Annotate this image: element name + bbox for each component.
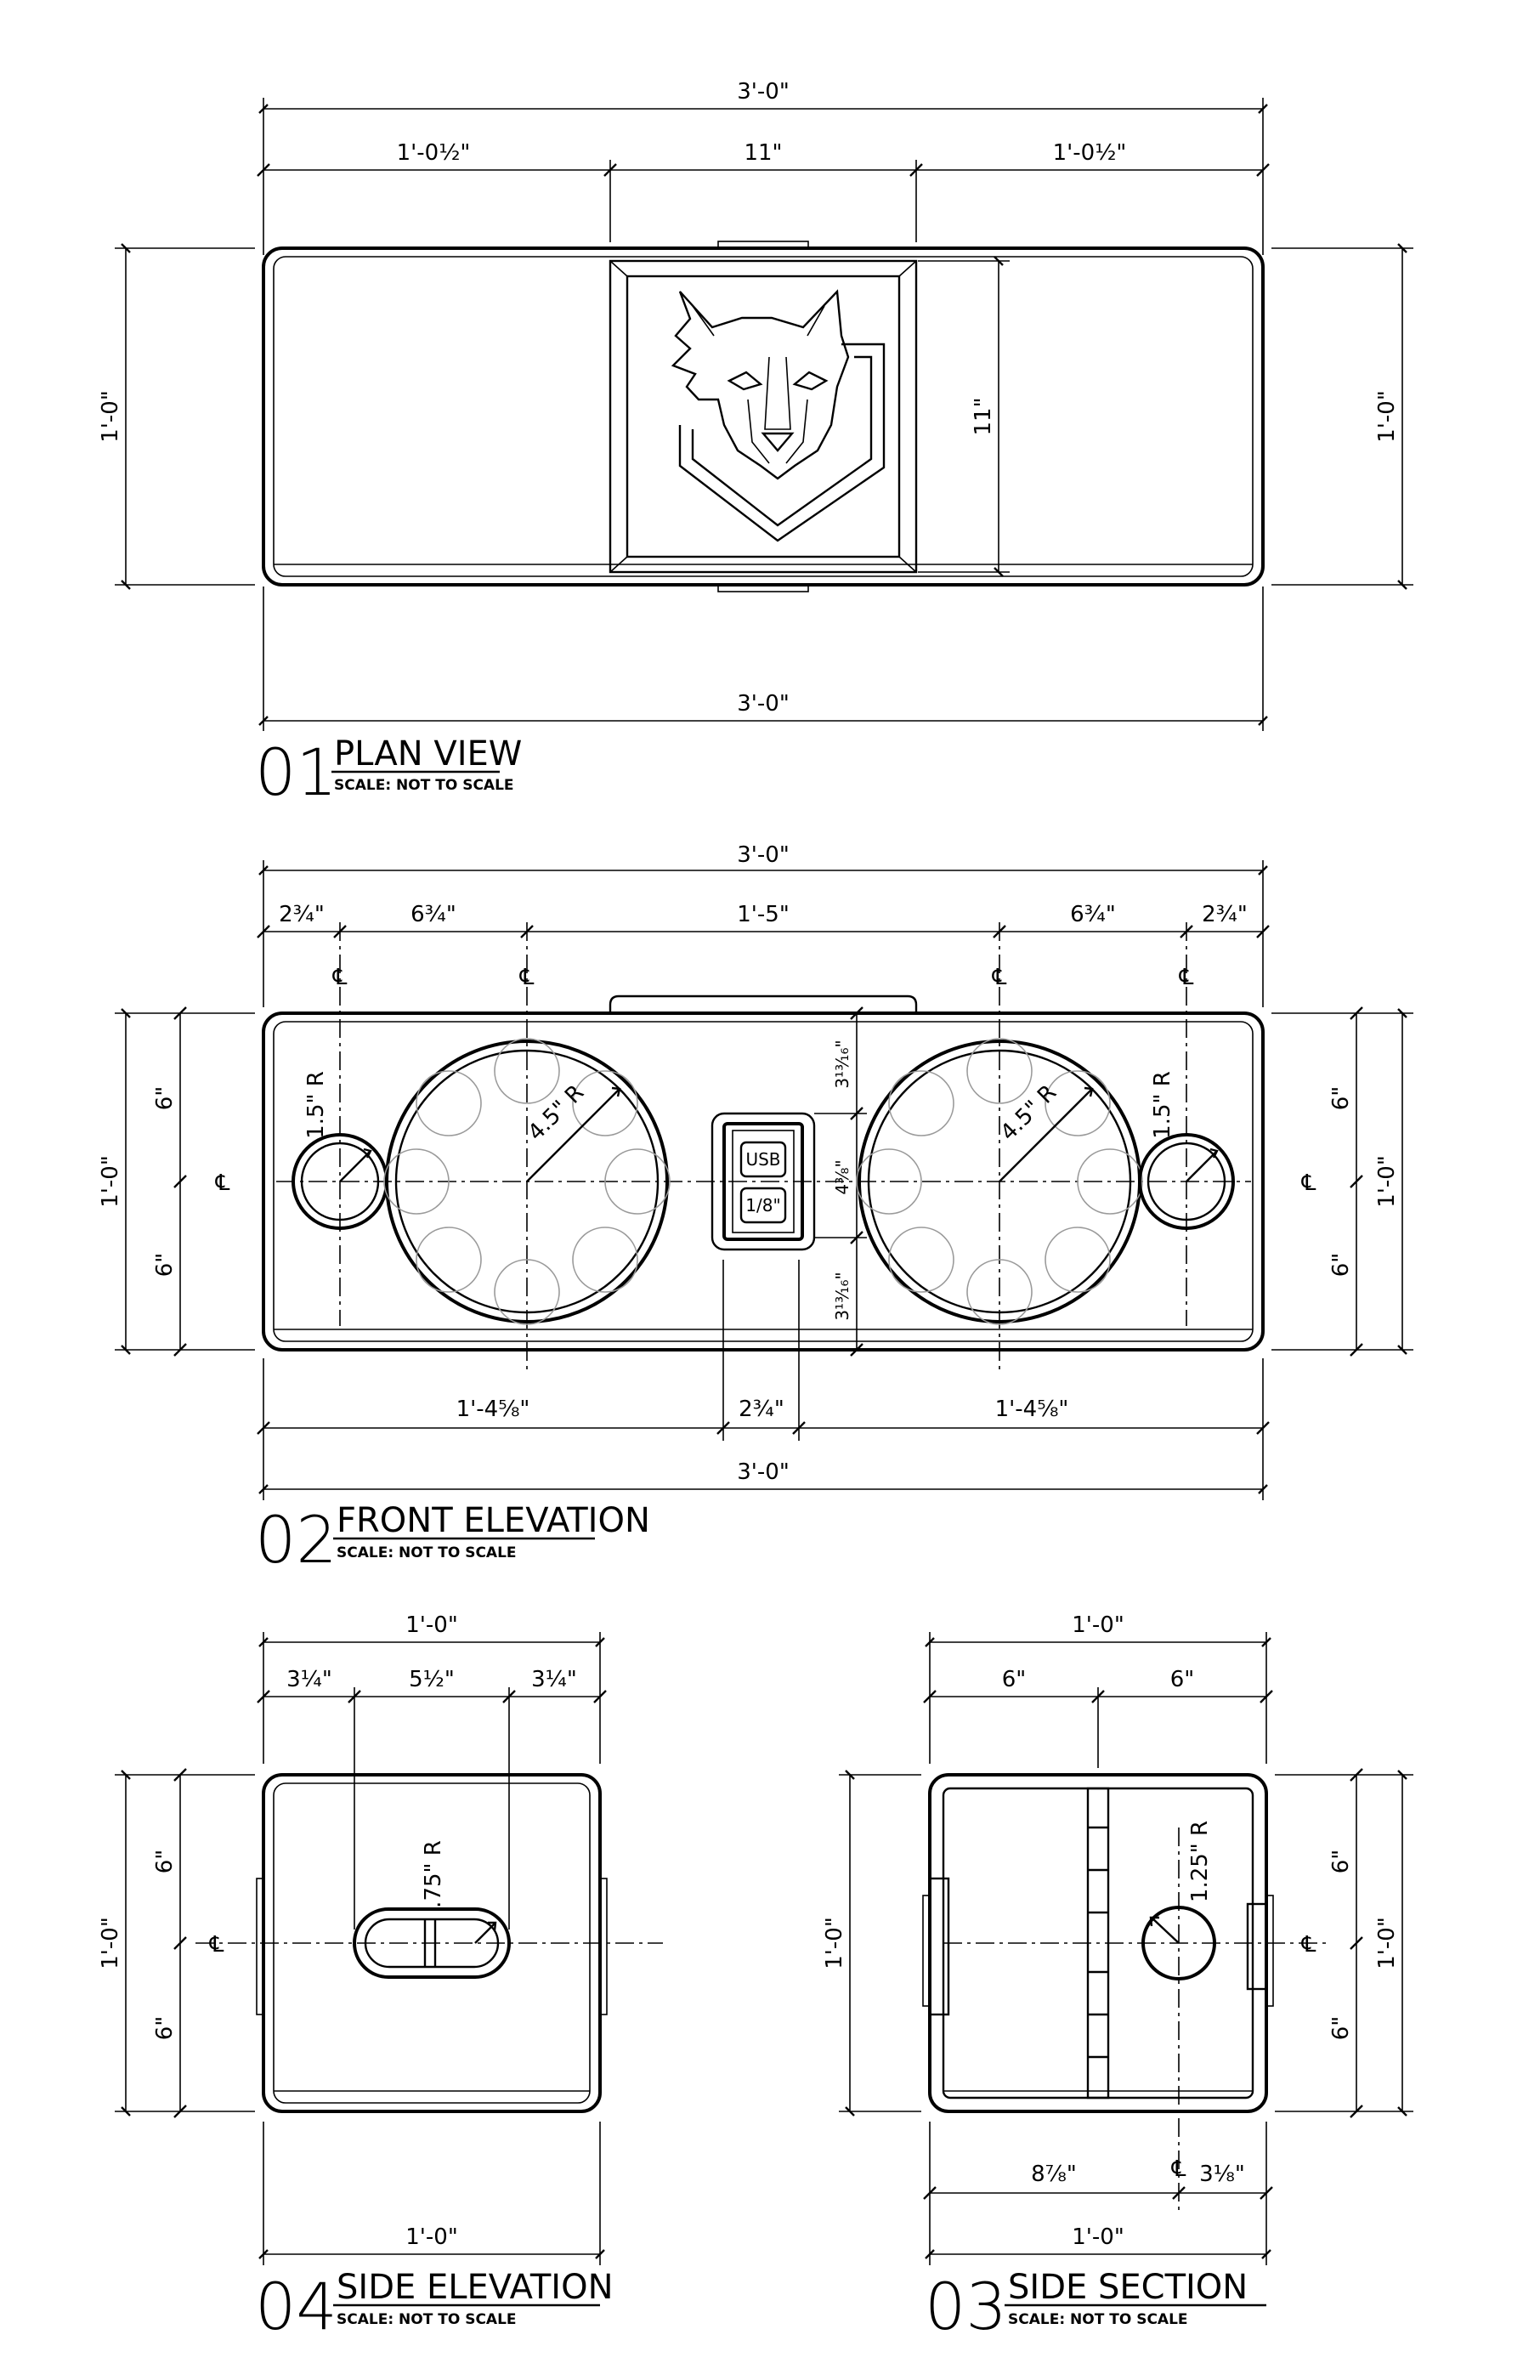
front-right-lower-dim: 6" bbox=[1328, 1253, 1354, 1278]
side-elev-left-upper-dim: 6" bbox=[152, 1850, 178, 1874]
side-sec-bottom-right-dim: 3⅛" bbox=[1199, 2162, 1245, 2187]
side-section-title: SIDE SECTION bbox=[1008, 2268, 1248, 2307]
plan-view-title: PLAN VIEW bbox=[334, 734, 522, 774]
plan-center-segment-dim: 11" bbox=[744, 140, 782, 166]
side-elevation-slot-port bbox=[353, 1907, 511, 1979]
side-sec-seg-a-dim: 6" bbox=[1002, 1667, 1027, 1692]
plan-view-scale: SCALE: NOT TO SCALE bbox=[334, 777, 514, 794]
front-radius-leaders bbox=[339, 1086, 1219, 1182]
side-elev-radius-label: .75" R bbox=[421, 1840, 446, 1908]
side-elev-seg-b-dim: 5½" bbox=[409, 1667, 455, 1692]
large-radius-left-label: 4.5" R bbox=[524, 1080, 590, 1147]
side-section-divider-baffle bbox=[1086, 1787, 1110, 2100]
small-radius-left-label: 1.5" R bbox=[303, 1071, 329, 1139]
centerline-marker: ℄ bbox=[1301, 1170, 1316, 1196]
side-section-port bbox=[1141, 1906, 1216, 1980]
plan-left-height-dim: 1'-0" bbox=[98, 390, 123, 443]
side-elevation-scale: SCALE: NOT TO SCALE bbox=[337, 2311, 517, 2328]
usb-port-label: USB bbox=[745, 1149, 780, 1170]
side-elev-seg-a-dim: 3¼" bbox=[286, 1667, 332, 1692]
front-left-lower-dim: 6" bbox=[152, 1253, 178, 1278]
plan-overall-top-dim: 3'-0" bbox=[737, 79, 790, 105]
side-section-number: 03 bbox=[925, 2269, 1007, 2344]
front-seg-c-dim: 1'-5" bbox=[737, 902, 790, 927]
side-elevation-number: 04 bbox=[255, 2269, 337, 2344]
side-elev-overall-bottom-dim: 1'-0" bbox=[405, 2224, 458, 2250]
centerline-marker: ℄ bbox=[519, 965, 535, 990]
front-seg-a-dim: 2¾" bbox=[279, 902, 325, 927]
side-sec-bottom-left-dim: 8⅞" bbox=[1031, 2162, 1077, 2187]
plan-enclosure bbox=[262, 241, 1265, 592]
front-seg-e-dim: 2¾" bbox=[1202, 902, 1248, 927]
front-right-upper-dim: 6" bbox=[1328, 1086, 1354, 1111]
plan-right-height-dim: 1'-0" bbox=[1374, 390, 1400, 443]
plan-left-segment-dim: 1'-0½" bbox=[397, 140, 471, 166]
front-bottom-left-dim: 1'-4⅝" bbox=[456, 1397, 530, 1422]
front-dimensions: ℄ ℄ ℄ ℄ ℄ ℄ bbox=[115, 860, 1413, 1500]
side-elevation-enclosure bbox=[256, 1773, 608, 2113]
centerline-marker: ℄ bbox=[1301, 1932, 1316, 1958]
plan-inner-height-dim: 11" bbox=[971, 397, 996, 435]
side-section-scale: SCALE: NOT TO SCALE bbox=[1008, 2311, 1188, 2328]
front-bottom-right-dim: 1'-4⅝" bbox=[995, 1397, 1069, 1422]
side-elev-seg-c-dim: 3¼" bbox=[531, 1667, 577, 1692]
front-seg-b-dim: 6¾" bbox=[410, 902, 456, 927]
side-sec-radius-label: 1.25" R bbox=[1187, 1821, 1213, 1902]
front-left-upper-dim: 6" bbox=[152, 1086, 178, 1111]
side-elevation: ℄ 1'-0" 3¼" 5½" 3¼" 1'-0" 6" 6" .75" R bbox=[98, 1612, 663, 2344]
front-elevation-title: FRONT ELEVATION bbox=[337, 1501, 650, 1540]
front-elevation-number: 02 bbox=[255, 1502, 337, 1578]
front-port-right bbox=[1138, 1133, 1235, 1230]
panel-mid-dim: 4⅜" bbox=[832, 1159, 852, 1194]
side-sec-left-overall-dim: 1'-0" bbox=[822, 1917, 847, 1969]
front-right-overall-dim: 1'-0" bbox=[1374, 1155, 1400, 1208]
centerline-marker: ℄ bbox=[1171, 2156, 1186, 2182]
front-io-panel: USB 1/8" bbox=[711, 1112, 816, 1251]
large-radius-right-label: 4.5" R bbox=[996, 1080, 1062, 1147]
plan-right-segment-dim: 1'-0½" bbox=[1053, 140, 1127, 166]
side-elev-left-overall-dim: 1'-0" bbox=[98, 1917, 123, 1969]
side-elevation-title: SIDE ELEVATION bbox=[337, 2268, 614, 2307]
side-sec-right-upper-dim: 6" bbox=[1328, 1850, 1354, 1874]
side-elev-left-lower-dim: 6" bbox=[152, 2016, 178, 2041]
side-sec-seg-b-dim: 6" bbox=[1170, 1667, 1195, 1692]
centerline-marker: ℄ bbox=[992, 965, 1007, 990]
small-radius-right-label: 1.5" R bbox=[1150, 1071, 1175, 1139]
front-bottom-center-dim: 2¾" bbox=[739, 1397, 784, 1422]
panel-bottom-dim: 3¹³⁄₁₆" bbox=[832, 1272, 852, 1320]
side-sec-right-overall-dim: 1'-0" bbox=[1374, 1917, 1400, 1969]
plan-dimensions bbox=[115, 98, 1413, 731]
front-speaker-left bbox=[383, 1038, 671, 1325]
centerline-marker: ℄ bbox=[215, 1170, 230, 1196]
wolf-logo-icon bbox=[671, 289, 886, 542]
side-section-dimensions: ℄ ℄ bbox=[839, 1632, 1413, 2265]
plan-center-panel bbox=[609, 259, 918, 574]
front-elevation-scale: SCALE: NOT TO SCALE bbox=[337, 1544, 517, 1561]
panel-top-dim: 3¹³⁄₁₆" bbox=[832, 1040, 852, 1088]
side-elevation-dimensions: ℄ bbox=[115, 1632, 663, 2265]
side-sec-right-lower-dim: 6" bbox=[1328, 2016, 1354, 2041]
centerline-marker: ℄ bbox=[209, 1932, 224, 1958]
front-enclosure bbox=[262, 994, 1265, 1352]
side-sec-overall-bottom-dim: 1'-0" bbox=[1072, 2224, 1124, 2250]
side-sec-overall-top-dim: 1'-0" bbox=[1072, 1612, 1124, 1638]
centerline-marker: ℄ bbox=[1179, 965, 1194, 990]
side-section: ℄ ℄ bbox=[822, 1612, 1413, 2344]
aux-port-label: 1/8" bbox=[745, 1195, 780, 1216]
front-seg-d-dim: 6¾" bbox=[1070, 902, 1116, 927]
plan-overall-bottom-dim: 3'-0" bbox=[737, 691, 790, 717]
front-overall-bottom-dim: 3'-0" bbox=[737, 1459, 790, 1485]
plan-view-number: 01 bbox=[255, 734, 337, 810]
front-left-overall-dim: 1'-0" bbox=[98, 1155, 123, 1208]
front-overall-top-dim: 3'-0" bbox=[737, 842, 790, 868]
plan-view: 3'-0" 1'-0½" 11" 1'-0½" 3'-0" 1'-0" 11" … bbox=[98, 79, 1413, 810]
front-elevation: ℄ ℄ ℄ ℄ ℄ ℄ bbox=[98, 842, 1413, 1578]
side-elev-overall-top-dim: 1'-0" bbox=[405, 1612, 458, 1638]
centerline-marker: ℄ bbox=[332, 965, 348, 990]
